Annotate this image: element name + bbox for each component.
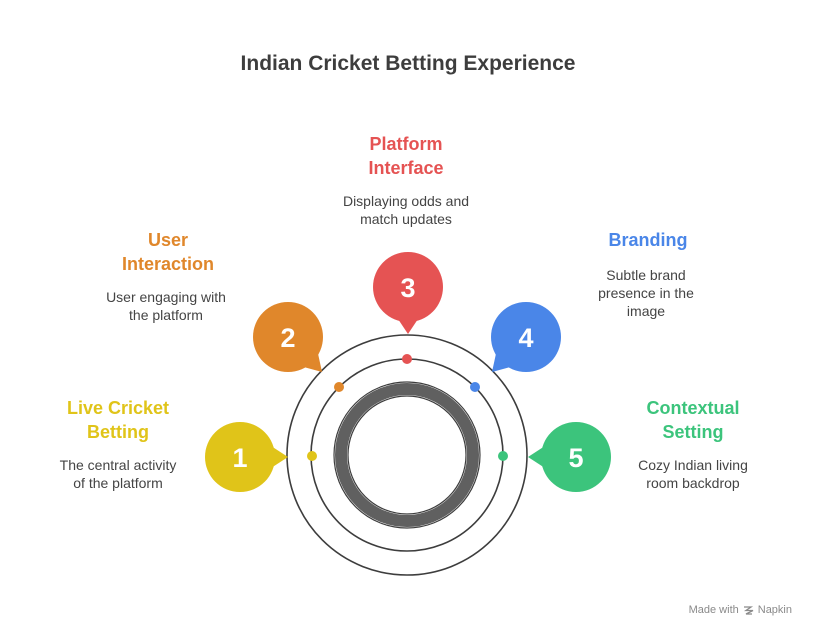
step-number-5: 5 (568, 443, 583, 473)
item-5-title-line1: Contextual (646, 398, 740, 418)
item-1-desc-line2: of the platform (73, 475, 163, 491)
step-badge-2: 2 (253, 302, 323, 372)
step-badge-1: 1 (205, 422, 288, 492)
item-4-description: Subtle brand presence in the image (546, 266, 746, 320)
core-ring-inner-edge (347, 395, 467, 515)
step-badge-4: 4 (491, 302, 561, 372)
napkin-logo-icon (743, 605, 754, 615)
item-1-title: Live Cricket Betting (18, 396, 218, 444)
item-1-title-line1: Live Cricket (66, 398, 170, 418)
item-2-desc-line2: the platform (129, 307, 203, 323)
item-3-description: Displaying odds and match updates (306, 192, 506, 228)
item-1-title-line2: Betting (87, 422, 149, 442)
core-ring-outer-edge (333, 381, 481, 529)
item-1-description: The central activity of the platform (18, 456, 218, 492)
ring-dot-3 (402, 354, 412, 364)
item-2-title: User Interaction (68, 228, 268, 276)
step-number-4: 4 (518, 323, 533, 353)
step-number-2: 2 (280, 323, 295, 353)
step-number-1: 1 (232, 443, 247, 473)
item-2-title-line1: User (147, 230, 189, 250)
ring-dot-4 (470, 382, 480, 392)
item-3-title: Platform Interface (306, 132, 506, 180)
item-2-desc-line1: User engaging with (106, 289, 226, 305)
item-4-title: Branding (548, 228, 748, 252)
item-4-desc-line2: presence in the (598, 285, 694, 301)
item-5-title-line2: Setting (662, 422, 724, 442)
item-4-desc-line3: image (626, 303, 666, 319)
item-5-desc-line2: room backdrop (646, 475, 740, 491)
item-1-desc-line1: The central activity (59, 457, 177, 473)
step-badge-5: 5 (528, 422, 611, 492)
made-with-label: Made with (688, 604, 739, 616)
item-3-title-line1: Platform (369, 134, 443, 154)
item-4-desc-line1: Subtle brand (606, 267, 686, 283)
item-3-title-line2: Interface (368, 158, 444, 178)
core-ring (335, 383, 479, 527)
napkin-brand-label: Napkin (757, 604, 792, 616)
item-5-desc-line1: Cozy Indian living (638, 457, 748, 473)
ring-dot-2 (334, 382, 344, 392)
item-5-title: Contextual Setting (593, 396, 793, 444)
outer-ring (286, 334, 528, 576)
item-3-desc-line2: match updates (360, 211, 452, 227)
ring-dot-5 (498, 451, 508, 461)
step-badge-3: 3 (373, 252, 443, 334)
page-title: Indian Cricket Betting Experience (240, 52, 576, 75)
step-number-3: 3 (400, 273, 415, 303)
item-5-description: Cozy Indian living room backdrop (593, 456, 793, 492)
item-4-title-line1: Branding (608, 230, 688, 250)
item-3-desc-line1: Displaying odds and (342, 193, 470, 209)
item-2-title-line2: Interaction (121, 254, 214, 274)
footer-credit: Made with Napkin (689, 604, 792, 616)
item-2-description: User engaging with the platform (66, 288, 266, 324)
ring-dot-1 (307, 451, 317, 461)
